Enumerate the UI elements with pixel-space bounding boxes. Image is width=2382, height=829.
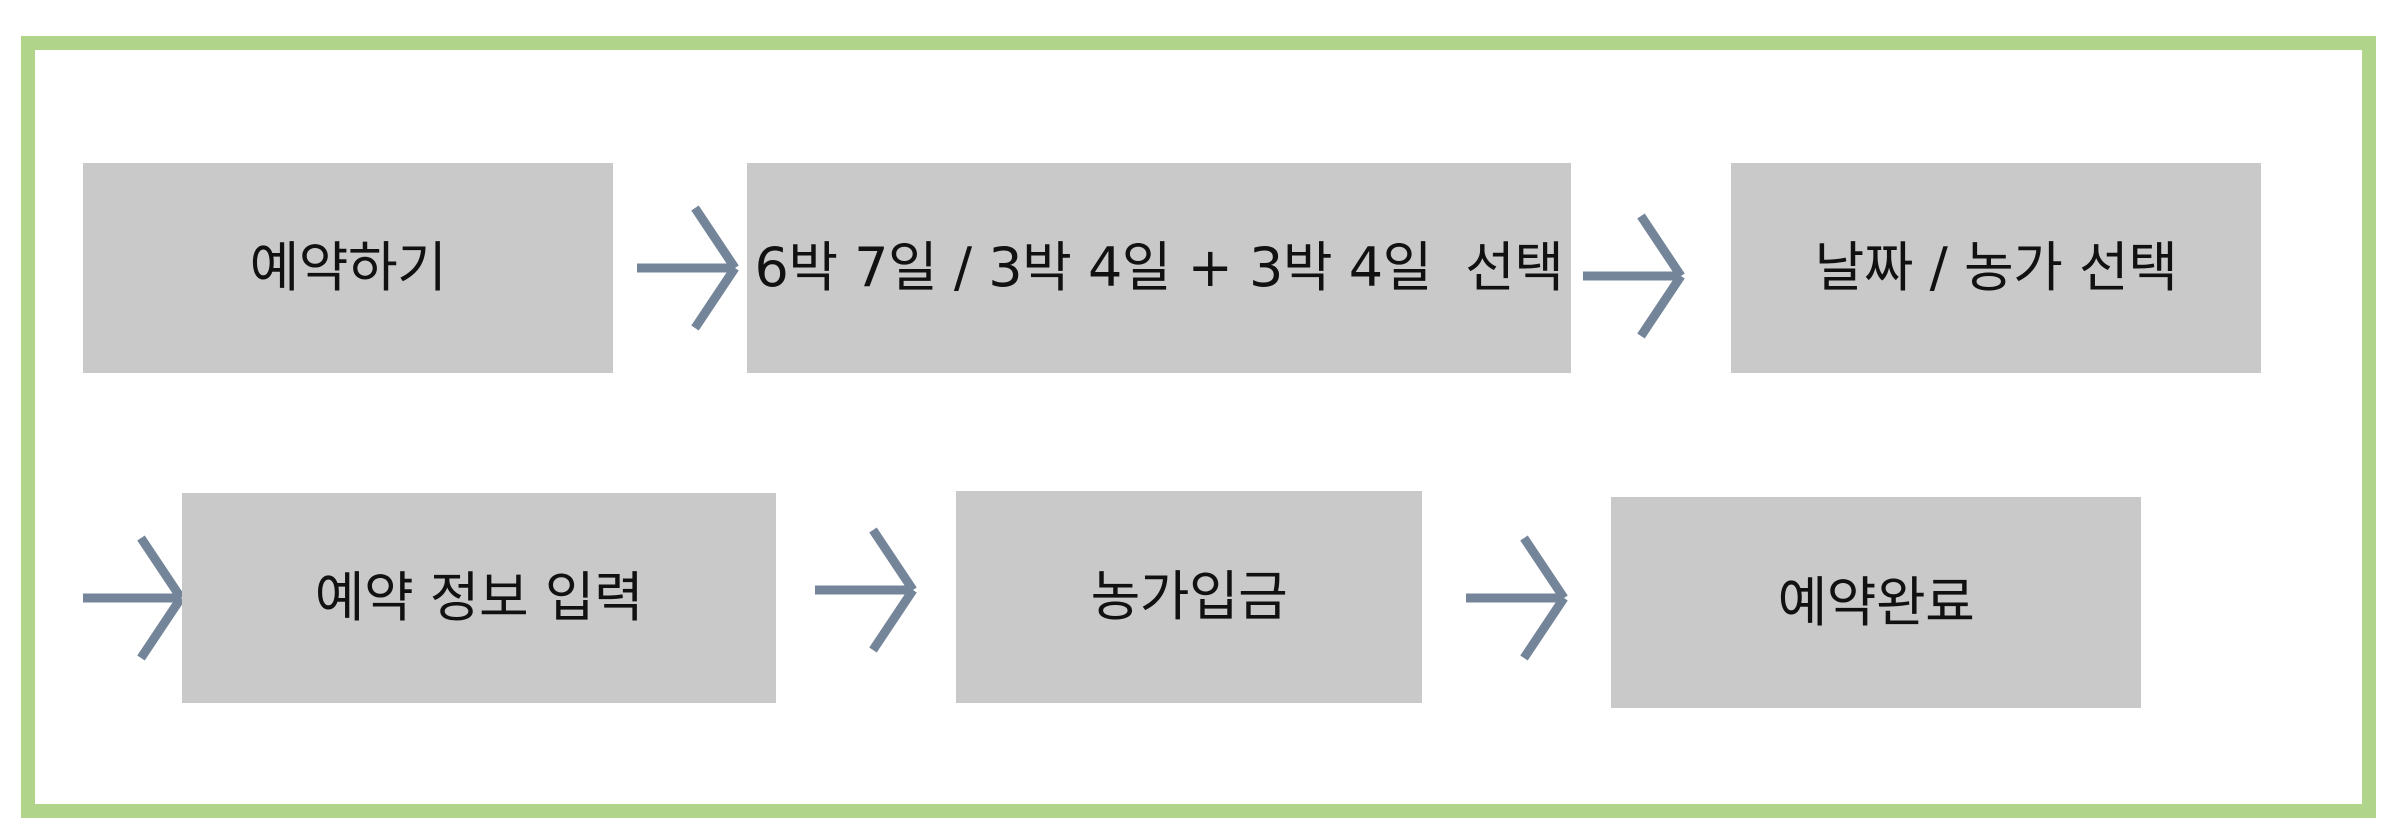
- step-label: 농가입금: [1090, 565, 1288, 628]
- right-arrow-icon: [83, 535, 185, 661]
- right-arrow-icon: [1466, 535, 1568, 661]
- step-label: 6박 7일 / 3박 4일 + 3박 4일 선택: [754, 236, 1564, 299]
- step-enter-info: 예약 정보 입력: [182, 493, 776, 703]
- step-label: 예약완료: [1777, 570, 1975, 634]
- step-complete: 예약완료: [1611, 497, 2141, 708]
- right-arrow-icon: [1583, 213, 1685, 339]
- step-select-plan: 6박 7일 / 3박 4일 + 3박 4일 선택: [747, 163, 1571, 373]
- step-reserve: 예약하기: [83, 163, 613, 373]
- right-arrow-icon: [815, 527, 917, 653]
- step-label: 예약 정보 입력: [314, 566, 644, 629]
- step-select-date-farm: 날짜 / 농가 선택: [1731, 163, 2261, 373]
- step-farm-deposit: 농가입금: [956, 491, 1422, 703]
- step-label: 예약하기: [249, 236, 447, 299]
- right-arrow-icon: [637, 205, 739, 331]
- step-label: 날짜 / 농가 선택: [1814, 236, 2178, 299]
